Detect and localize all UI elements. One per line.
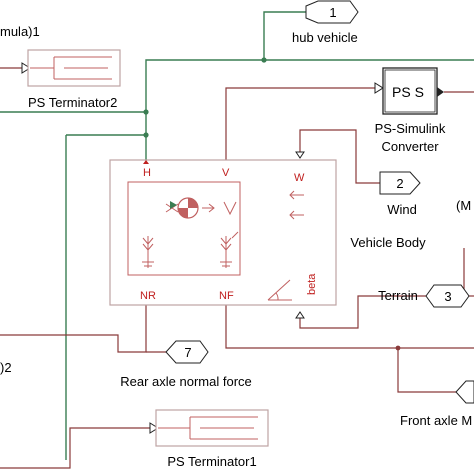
junction-dot [143, 132, 149, 138]
vehicle-body-label: Vehicle Body [350, 235, 426, 250]
port-w-input-arrow [295, 151, 305, 159]
inport-3[interactable]: 3 [425, 284, 470, 308]
line-nr-to-rear-axle[interactable] [0, 305, 147, 353]
left-top-label: mula)1 [0, 24, 40, 39]
ps-simulink-converter-block[interactable]: PS S [374, 67, 444, 115]
hub-vehicle-label: hub vehicle [292, 30, 358, 45]
port-nr-label: NR [140, 290, 156, 302]
left-bottom-label: )2 [0, 360, 12, 375]
velocity-arrow-icon [202, 201, 237, 216]
signal-connection-lines [0, 67, 474, 469]
ps-terminator2-block[interactable] [21, 49, 121, 87]
junction-dot [261, 57, 267, 63]
front-axle-label: Front axle M [400, 413, 472, 428]
port-h-connector [143, 160, 149, 164]
terrain-label: Terrain [378, 288, 418, 303]
terminator1-port-arrow [149, 422, 159, 434]
line-nf-to-front-axle[interactable] [225, 305, 474, 349]
outport-1-number: 1 [329, 5, 336, 20]
hub-arrow-head [170, 201, 177, 209]
wind-label: Wind [387, 202, 417, 217]
port-w-label: W [294, 172, 305, 184]
converter-input-arrow [374, 82, 384, 94]
incline-angle-icon [267, 279, 292, 301]
line-w-to-wind[interactable] [299, 129, 380, 184]
port-h-label: H [143, 167, 151, 179]
rear-normal-force-icon [142, 236, 154, 268]
junction-dot [395, 345, 401, 351]
ps-simulink-label: PS-Simulink [375, 121, 446, 136]
port-nf-label: NF [219, 290, 234, 302]
right-partial-label: (M [456, 198, 471, 213]
top-bus-line[interactable] [0, 59, 474, 112]
ps-terminator1-block[interactable] [149, 409, 269, 447]
rear-axle-label: Rear axle normal force [120, 374, 252, 389]
vehicle-body-inner-frame [127, 181, 241, 276]
converter-block-text: PS S [392, 84, 424, 100]
physical-connection-lines [0, 11, 474, 460]
hub-vehicle-line[interactable] [263, 11, 306, 60]
ps-terminator2-label: PS Terminator2 [28, 95, 117, 110]
front-normal-force-icon [220, 231, 239, 268]
inport-2-number: 2 [396, 176, 403, 191]
outport-1[interactable]: 1 [305, 0, 359, 24]
wind-arrows-icon [289, 190, 304, 220]
hub-mass-icon [165, 197, 199, 219]
terminator2-port-arrow [21, 62, 31, 74]
inport-2[interactable]: 2 [379, 171, 421, 195]
line-front-axle-port[interactable] [397, 348, 456, 393]
junction-dot [143, 109, 149, 115]
outport-7-number: 7 [184, 345, 191, 360]
vehicle-body-block[interactable]: H V W NR NF beta [109, 151, 337, 319]
port-v-label: V [222, 167, 230, 179]
outport-7[interactable]: 7 [165, 340, 209, 364]
line-terrain-to-beta[interactable] [299, 295, 426, 329]
converter-label: Converter [381, 139, 439, 154]
outport-front-axle[interactable] [455, 380, 474, 404]
port-beta-input-arrow [295, 311, 305, 319]
inport-3-number: 3 [444, 289, 451, 304]
line-to-terminator1[interactable] [0, 427, 150, 469]
converter-output-arrow [437, 87, 444, 97]
line-v-to-converter[interactable] [225, 87, 375, 160]
ps-terminator1-label: PS Terminator1 [167, 454, 256, 469]
port-beta-label: beta [306, 273, 318, 295]
